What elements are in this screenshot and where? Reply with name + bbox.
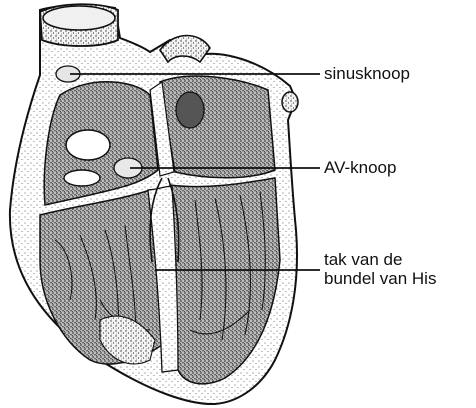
- right-vessel-stub: [282, 92, 298, 112]
- vena-cava-opening: [43, 6, 115, 30]
- label-sinusknoop: sinusknoop: [324, 64, 410, 83]
- label-bundel-van-his: bundel van His: [324, 269, 436, 288]
- label-tak-van-de: tak van de: [324, 250, 402, 269]
- label-av-knoop: AV-knoop: [324, 158, 396, 177]
- left-atrium: [160, 76, 275, 178]
- left-atrial-opening: [176, 92, 204, 128]
- vessel-opening: [66, 130, 110, 160]
- vessel-opening-lower: [64, 170, 100, 186]
